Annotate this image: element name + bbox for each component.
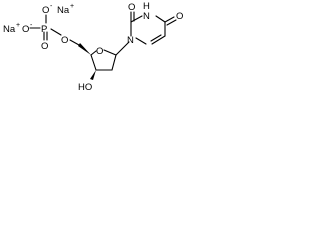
atom-na-left: Na [3,24,16,35]
bond-c3-c4 [90,54,97,71]
charge-na-left: + [16,22,20,29]
atom-o-c2: O [128,2,135,13]
chemical-structure: O N H O N O HO O P O O Na O Na + + - - [3,1,183,93]
bond-c2-n3 [130,15,143,23]
atom-hydroxyl: HO [78,82,92,93]
atom-o-left: O [22,24,29,35]
atom-o4-ring: O [96,46,103,57]
bond-c5-c6 [151,35,166,45]
atom-n1: N [127,35,134,46]
bond-n1-c1prime [115,41,130,56]
atom-o-upper: O [42,5,49,16]
bond-c5-c6-double [150,34,162,42]
atom-n-imide: N [143,11,150,22]
bond-c3-oh-wedge [90,70,96,80]
bond-n3-c4 [155,15,166,23]
charge-o-upper: - [50,3,53,10]
bond-c4-o [164,16,175,23]
bond-c4-c5-wedge [78,43,91,55]
charge-o-left: - [30,22,33,29]
bond-o5-p [50,28,62,36]
bond-c4-o4 [90,50,97,56]
bond-o4-c1 [103,49,117,56]
atom-na-right: Na [57,5,70,16]
atom-phosphorus: P [41,24,47,35]
bond-c1-c2 [111,54,117,71]
atom-h-imide: H [143,1,150,12]
atom-o5-ester: O [61,35,68,46]
bond-c4-o-double [166,19,177,26]
structure-canvas: O N H O N O HO O P O O Na O Na + + - - [0,0,186,101]
bond-c5-o5 [69,39,80,46]
atom-o-phosphoryl: O [41,41,48,52]
bond-c6-n1 [135,37,147,45]
atom-o-c4: O [176,11,183,22]
charge-na-right: + [70,3,74,10]
